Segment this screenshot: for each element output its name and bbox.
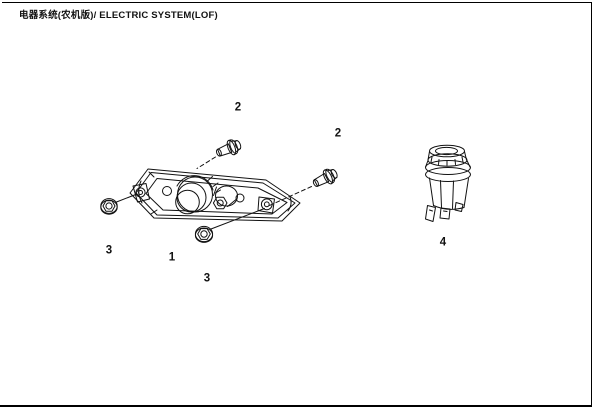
page-border-top (2, 2, 592, 3)
callout-bracket: 1 (168, 251, 176, 264)
power-socket (425, 144, 471, 222)
leader-bolt-upper (196, 156, 216, 169)
leader-nut-bottom (210, 208, 265, 230)
bracket-left-tab (132, 183, 150, 203)
callout-bolt-right: 2 (334, 127, 342, 140)
flange-bolt-right (312, 168, 338, 187)
mounted-socket-body (175, 175, 221, 215)
flange-bolt-upper (215, 139, 242, 157)
page-border-bottom (0, 405, 592, 407)
bracket-right-stud (257, 196, 275, 214)
callout-socket: 4 (439, 236, 447, 249)
bracket-plate (129, 168, 301, 222)
callout-nut-bottom: 3 (203, 272, 211, 285)
callout-nut-left: 3 (105, 244, 113, 257)
page-border-right (591, 2, 592, 406)
callout-bolt-upper: 2 (234, 101, 242, 114)
plate-hole-left (162, 186, 172, 196)
leader-bolt-right (269, 186, 312, 206)
mounted-boss (212, 185, 238, 210)
flange-nut-left (100, 198, 118, 215)
flange-nut-bottom (194, 225, 214, 243)
plate-hole-right (235, 193, 245, 203)
leader-nut-left (116, 193, 138, 203)
page-title: 电器系统(农机版)/ ELECTRIC SYSTEM(LOF) (19, 10, 218, 21)
